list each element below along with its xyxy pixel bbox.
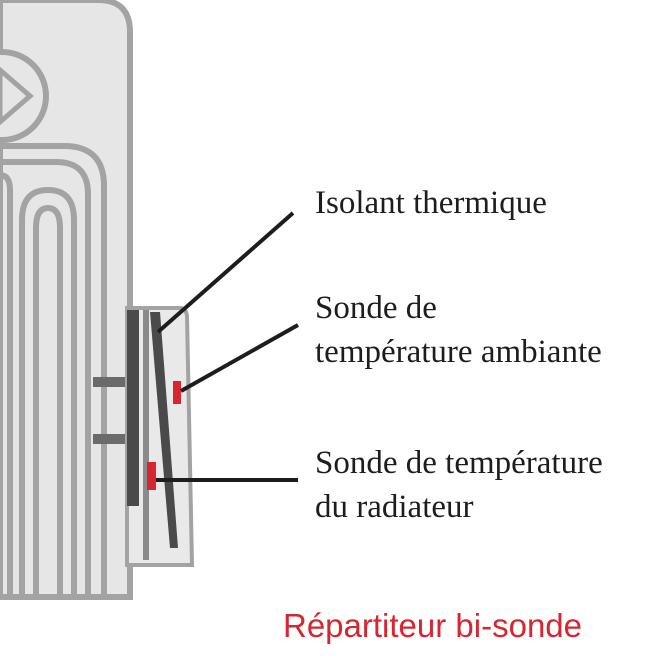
leader-lines bbox=[156, 211, 299, 482]
label-isolant-thermique: Isolant thermique bbox=[315, 181, 547, 225]
radiator-tubes bbox=[0, 143, 107, 597]
label-isolant-text: Isolant thermique bbox=[315, 185, 547, 221]
sensor-marks bbox=[147, 381, 181, 490]
label-sonde-radiateur: Sonde de température du radiateur bbox=[315, 441, 603, 529]
label-ambiante-line1: Sonde de bbox=[315, 290, 437, 326]
label-sonde-ambiante: Sonde de température ambiante bbox=[315, 286, 602, 374]
label-radiateur-line2: du radiateur bbox=[315, 489, 474, 525]
radiator-valve bbox=[0, 49, 49, 143]
ambient-sensor bbox=[173, 381, 181, 404]
label-radiateur-line1: Sonde de température bbox=[315, 445, 603, 481]
allocator-housing bbox=[125, 306, 195, 567]
mounting-brackets bbox=[93, 377, 129, 444]
radiator-sensor bbox=[147, 462, 156, 490]
diagram-title: Répartiteur bi-sonde bbox=[283, 607, 582, 644]
leader-line-isolant bbox=[156, 211, 295, 334]
leader-line-ambiante bbox=[180, 323, 299, 393]
label-ambiante-line2: température ambiante bbox=[315, 334, 602, 370]
